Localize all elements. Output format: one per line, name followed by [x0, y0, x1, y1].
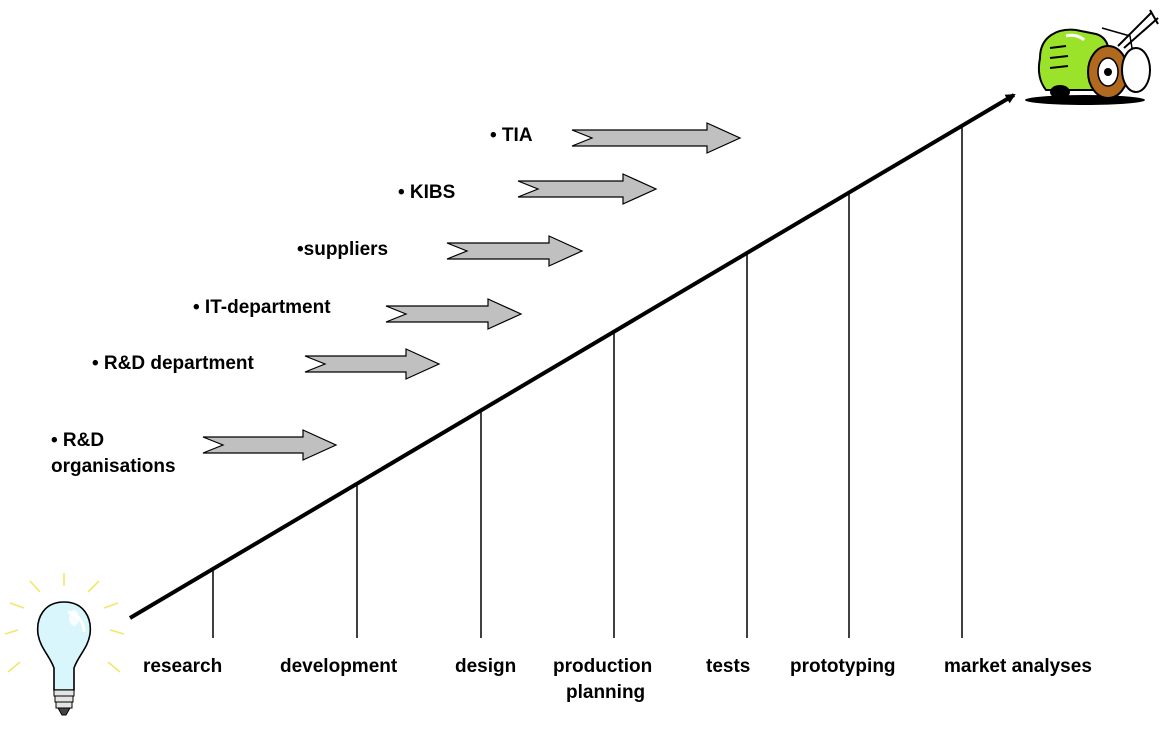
stage-label-production-line1: production: [553, 656, 653, 677]
tractor-icon: [1025, 9, 1159, 105]
arrow-suppliers: [446, 235, 584, 267]
arrow-it: [385, 298, 523, 330]
actor-label-rnd-organisations-line2: organisations: [51, 456, 176, 477]
actor-label-rnd-organisations-line1: • R&D: [51, 430, 105, 451]
stage-label-market-analyses: market analyses: [944, 656, 1092, 677]
stage-label-production-line2: planning: [566, 682, 646, 703]
actor-label-kibs: • KIBS: [398, 182, 456, 203]
stage-label-development: development: [280, 656, 398, 677]
arrow-rnd-dept: [304, 348, 441, 380]
actor-arrows: [202, 122, 742, 461]
arrow-kibs: [517, 173, 658, 205]
actor-label-rnd-department: • R&D department: [92, 353, 254, 374]
light-bulb-icon: [4, 573, 125, 716]
stage-label-research: research: [143, 656, 223, 677]
actor-label-suppliers: •suppliers: [297, 239, 389, 260]
stage-label-design: design: [455, 656, 517, 677]
arrow-rnd-org: [202, 429, 338, 461]
actor-label-it-department: • IT-department: [193, 297, 331, 318]
stage-label-prototyping: prototyping: [790, 656, 896, 677]
stage-label-tests: tests: [706, 656, 751, 677]
actor-label-tia: • TIA: [490, 125, 533, 146]
arrow-tia: [571, 122, 742, 154]
process-axis: [128, 93, 1016, 620]
stage-dividers: [212, 125, 963, 638]
